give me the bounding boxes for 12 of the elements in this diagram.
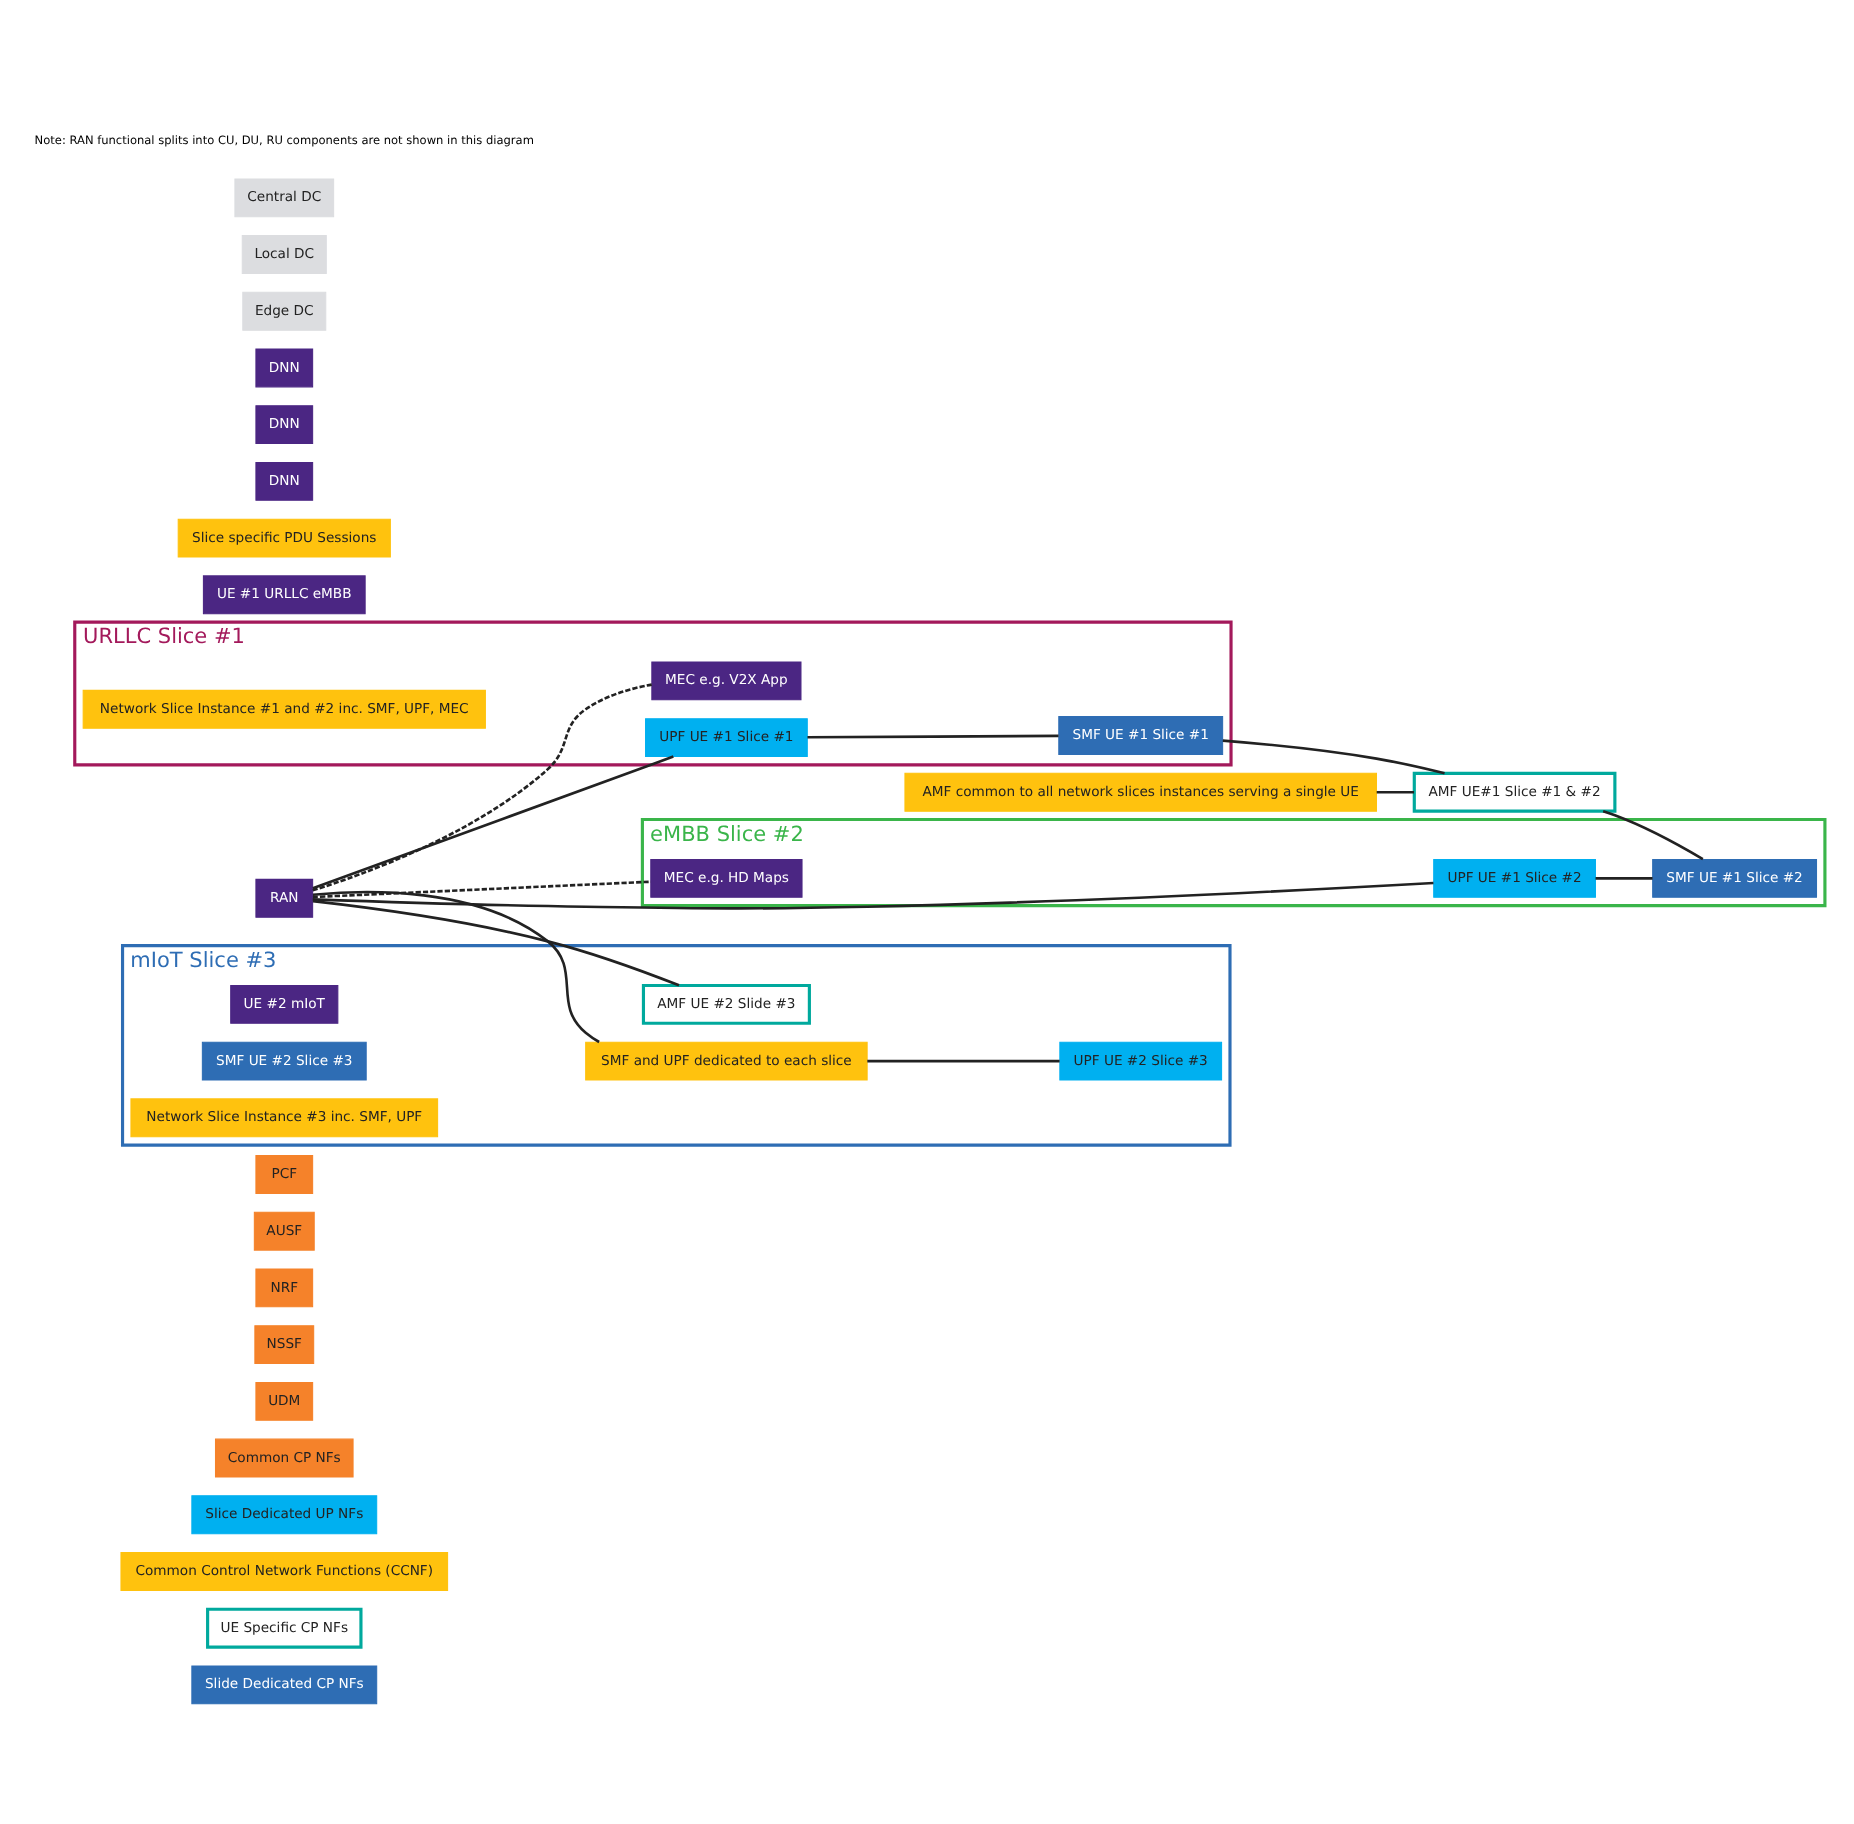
connector	[312, 879, 651, 898]
connector	[1602, 809, 1704, 860]
connector	[1376, 789, 1414, 793]
connector	[312, 682, 652, 891]
connector	[1222, 738, 1445, 774]
connector	[867, 1058, 1060, 1062]
connector	[312, 889, 600, 1043]
connector	[312, 754, 674, 889]
connector	[312, 880, 1434, 909]
connector	[807, 733, 1059, 738]
connector	[312, 898, 680, 986]
connector	[1595, 876, 1653, 879]
